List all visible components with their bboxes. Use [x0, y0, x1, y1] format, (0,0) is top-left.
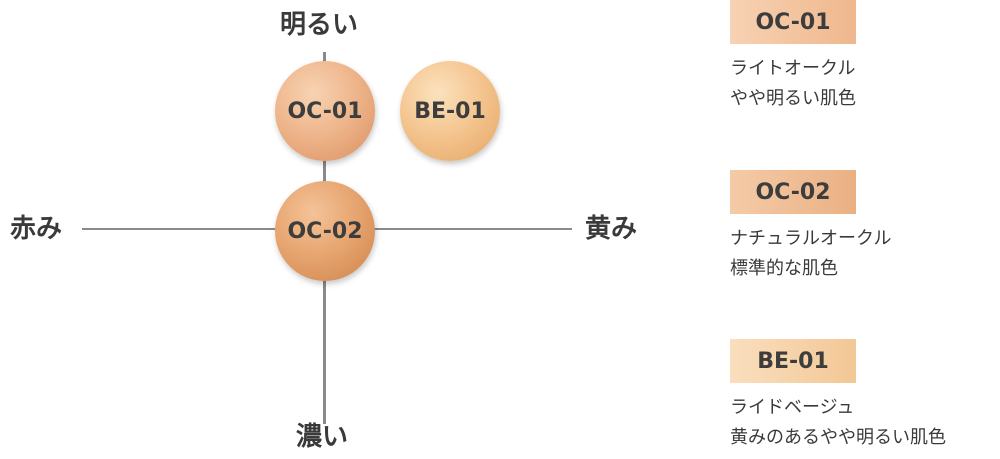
- swatch-label: OC-01: [287, 98, 363, 124]
- legend-line: ナチュラルオークル: [730, 228, 892, 249]
- swatch-be-01: BE-01: [400, 61, 500, 161]
- legend-line: ライドベージュ: [730, 397, 855, 418]
- legend-description: ナチュラルオークル 標準的な肌色: [730, 224, 1000, 284]
- legend-description: ライトオークル やや明るい肌色: [730, 54, 1000, 114]
- swatch-label: BE-01: [414, 98, 486, 124]
- legend-line: 標準的な肌色: [730, 258, 838, 279]
- legend-badge: OC-02: [730, 170, 856, 214]
- legend-item-oc-02: OC-02 ナチュラルオークル 標準的な肌色: [730, 170, 1000, 284]
- legend-item-be-01: BE-01 ライドベージュ 黄みのあるやや明るい肌色: [730, 339, 1000, 453]
- legend-line: 黄みのあるやや明るい肌色: [730, 427, 946, 448]
- legend-line: ライトオークル: [730, 58, 856, 79]
- axis-label-left: 赤み: [10, 214, 63, 244]
- axis-label-bottom: 濃い: [296, 422, 349, 452]
- legend-badge: BE-01: [730, 339, 856, 383]
- swatch-oc-01: OC-01: [275, 61, 375, 161]
- legend-description: ライドベージュ 黄みのあるやや明るい肌色: [730, 393, 1000, 453]
- legend-badge: OC-01: [730, 0, 856, 44]
- legend-item-oc-01: OC-01 ライトオークル やや明るい肌色: [730, 0, 1000, 114]
- axis-label-right: 黄み: [585, 214, 638, 244]
- axis-label-top: 明るい: [280, 10, 359, 40]
- swatch-label: OC-02: [287, 218, 363, 244]
- legend-line: やや明るい肌色: [730, 88, 856, 109]
- swatch-oc-02: OC-02: [275, 181, 375, 281]
